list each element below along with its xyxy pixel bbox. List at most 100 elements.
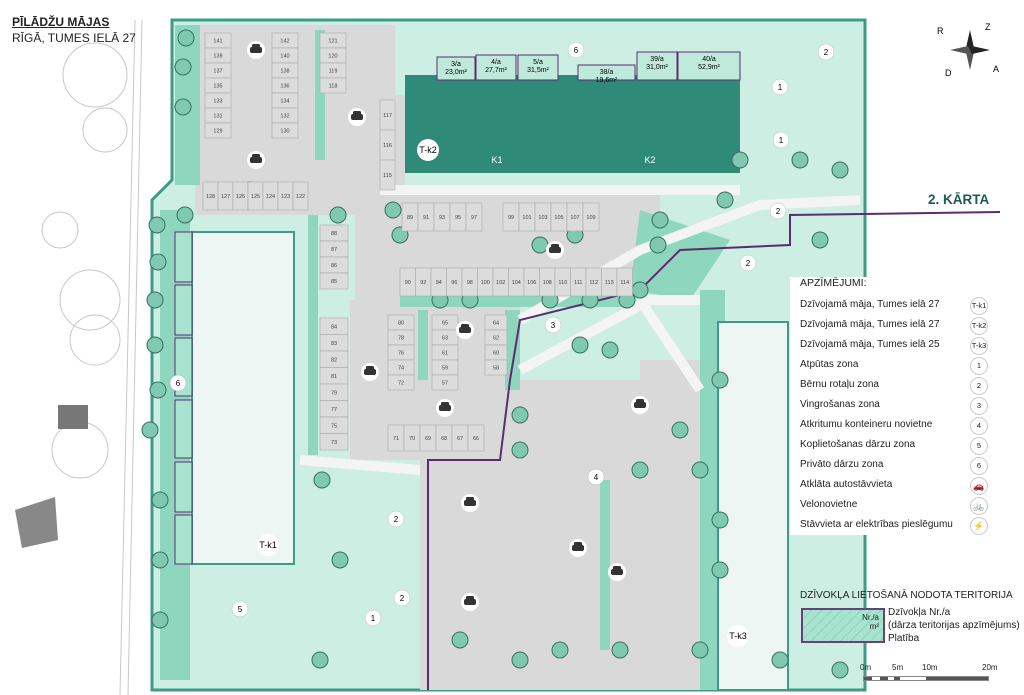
- stall-number: 92: [420, 280, 426, 286]
- tree-icon: [711, 511, 729, 529]
- tree-icon: [831, 661, 849, 679]
- scale-5: 5m: [892, 663, 904, 672]
- parking-stall: 132: [271, 107, 299, 124]
- stall-number: 111: [574, 280, 582, 286]
- zone-marker: 1: [364, 609, 382, 627]
- parking-stall: 92: [415, 267, 432, 297]
- zone-number: 4: [594, 473, 599, 482]
- parking-stall: 58: [484, 359, 508, 376]
- stall-number: 108: [543, 280, 552, 286]
- stall-number: 100: [481, 280, 490, 286]
- parking-stall: 63: [431, 329, 459, 346]
- parking-stall: 84: [319, 317, 349, 335]
- car-icon: [608, 563, 626, 581]
- car-icons: [247, 41, 649, 611]
- zone-marker: 5: [231, 600, 249, 618]
- stall-number: 79: [331, 390, 337, 396]
- stall-number: 61: [442, 351, 448, 357]
- parking-stall: 130: [271, 122, 299, 139]
- tree-icon: [649, 236, 667, 254]
- tree-icon: [313, 471, 331, 489]
- stall-number: 113: [605, 280, 614, 286]
- parking-stall: 75: [319, 416, 349, 434]
- parking-stall: 66: [467, 424, 485, 452]
- zone-number: 1: [779, 136, 784, 145]
- tree-icon: [177, 29, 195, 47]
- car-icon: [436, 399, 454, 417]
- legend-item-label: Atkritumu konteineru novietne: [800, 419, 933, 430]
- label-tk3: T-k3: [729, 631, 747, 641]
- zone-marker: 2: [769, 202, 787, 220]
- stall-number: 91: [423, 215, 429, 221]
- stall-number: 65: [442, 321, 448, 327]
- garden-area: 31,0m²: [646, 64, 668, 71]
- zone-number: 2: [746, 259, 751, 268]
- parking-stall: 64: [484, 314, 508, 331]
- tree-icon: [531, 236, 549, 254]
- parking-stall: 135: [204, 77, 232, 94]
- stall-number: 133: [213, 99, 222, 105]
- legend-item-label: Stāvvieta ar elektrības pieslēgumu: [800, 519, 953, 530]
- parking-stall: 57: [431, 374, 459, 391]
- building-tk1: [191, 231, 295, 565]
- stall-number: 84: [331, 324, 337, 330]
- parking-stall: 137: [204, 62, 232, 79]
- stall-number: 77: [331, 407, 337, 413]
- tree-icon: [831, 161, 849, 179]
- legend-item: Velonovietne🚲: [790, 495, 1024, 515]
- parking-stall: 60: [484, 344, 508, 361]
- tree-icon: [601, 341, 619, 359]
- stall-number: 57: [442, 381, 448, 387]
- car-icon: [247, 151, 265, 169]
- stall-number: 128: [206, 194, 215, 200]
- entrance-k2: K2: [644, 155, 655, 165]
- tree-icon: [651, 211, 669, 229]
- parking-stall: 88: [319, 224, 349, 242]
- stage-label: 2. KĀRTA: [928, 192, 990, 207]
- parking-stall: 128: [202, 181, 219, 211]
- compass-rose: Z A D R: [935, 20, 1005, 85]
- legend-marker: 1: [970, 357, 988, 375]
- parking-stall: 112: [585, 267, 602, 297]
- stall-number: 136: [280, 84, 289, 90]
- stall-number: 115: [383, 173, 392, 179]
- tree-icon: [146, 336, 164, 354]
- legend-marker: 3: [970, 397, 988, 415]
- parking-stall: 139: [204, 47, 232, 64]
- parking-stall: 138: [271, 62, 299, 79]
- stall-number: 99: [508, 215, 514, 221]
- zone-marker: 2: [387, 510, 405, 528]
- stall-number: 88: [331, 231, 337, 237]
- legend-item-label: Vingrošanas zona: [800, 399, 880, 410]
- parking-stall: 119: [319, 62, 347, 79]
- parking-stall: 133: [204, 92, 232, 109]
- compass-s: D: [945, 68, 952, 78]
- legend-item-label: Dzīvojamā māja, Tumes ielā 27: [800, 319, 940, 330]
- legend: APZĪMĒJUMI: Dzīvojamā māja, Tumes ielā 2…: [790, 277, 1024, 535]
- stall-number: 127: [221, 194, 230, 200]
- garden-nr: 5/a: [533, 59, 543, 66]
- swatch-area: m²: [869, 622, 879, 631]
- zone-marker: 6: [567, 41, 585, 59]
- stall-number: 59: [442, 366, 448, 372]
- zone-marker: 2: [817, 43, 835, 61]
- stall-number: 68: [441, 436, 447, 442]
- neighbour-building: [15, 497, 58, 548]
- parking-stall: 70: [403, 424, 421, 452]
- stall-number: 94: [436, 280, 442, 286]
- stall-number: 123: [281, 194, 290, 200]
- stall-number: 98: [467, 280, 473, 286]
- entrance-k1: K1: [491, 155, 502, 165]
- garden-area: 27,7m²: [485, 67, 507, 74]
- stall-number: 116: [383, 143, 392, 149]
- ownership-line3: Platība: [888, 633, 920, 644]
- tree-icon: [611, 641, 629, 659]
- zone-marker: 1: [772, 131, 790, 149]
- parking-stall: 79: [319, 383, 349, 401]
- stall-number: 141: [213, 39, 222, 45]
- building-tk2: [405, 75, 740, 173]
- legend-marker: 4: [970, 417, 988, 435]
- parking-stall: 108: [539, 267, 556, 297]
